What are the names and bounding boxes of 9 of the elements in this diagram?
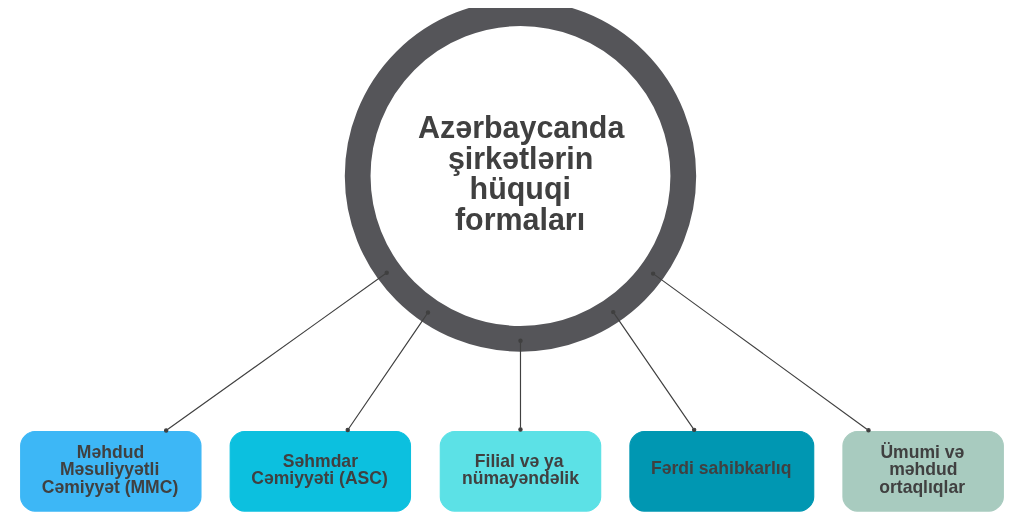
connector [650, 271, 871, 433]
node-box: Fərdi sahibkarlıq [629, 430, 815, 512]
node-box: Filial və ya nümayəndəlik [439, 430, 602, 512]
connector [345, 310, 431, 433]
node-box: Səhmdar Cəmiyyəti (ASC) [229, 430, 412, 512]
connector [163, 270, 389, 433]
node-circle: Azərbaycanda şirkətlərin hüquqi formaları [344, 8, 697, 352]
connector [611, 309, 697, 433]
connector [518, 338, 523, 432]
